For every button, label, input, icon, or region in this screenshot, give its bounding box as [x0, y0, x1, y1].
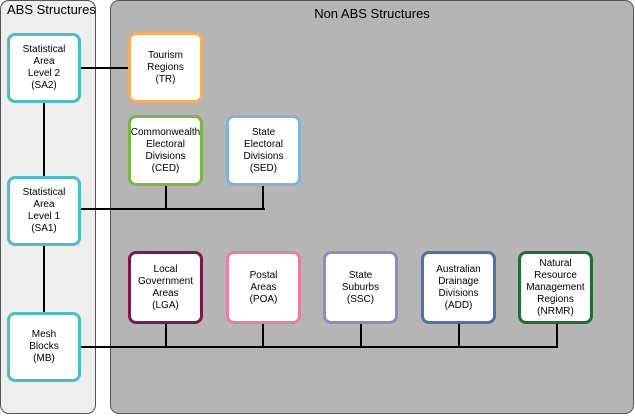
- node-nrmr-label: Natural Resource Management Regions (NRM…: [526, 257, 585, 317]
- connector-mb-bus: [80, 346, 558, 348]
- connector-sa1-mb: [43, 243, 45, 315]
- connector-ced-bus: [165, 184, 167, 209]
- node-lga: Local Government Areas (LGA): [128, 251, 203, 324]
- node-sed: State Electoral Divisions (SED): [226, 115, 301, 186]
- connector-lga-bus: [165, 322, 167, 347]
- node-mb-label: Mesh Blocks (MB): [29, 329, 59, 364]
- connector-nrmr-bus: [556, 322, 558, 347]
- node-sa1: Statistical Area Level 1 (SA1): [7, 176, 81, 246]
- node-tr-label: Tourism Regions (TR): [147, 49, 184, 85]
- connector-poa-bus: [262, 322, 264, 347]
- node-tr: Tourism Regions (TR): [128, 32, 203, 103]
- node-sa2-label: Statistical Area Level 2 (SA2): [22, 44, 66, 91]
- node-poa: Postal Areas (POA): [226, 251, 301, 324]
- abs-structures-title: ABS Structures: [7, 2, 96, 17]
- connector-sa2-tr: [80, 67, 130, 69]
- node-add-label: Australian Drainage Divisions (ADD): [436, 263, 481, 311]
- node-sa2: Statistical Area Level 2 (SA2): [7, 33, 81, 103]
- node-ced-label: Commonwealth Electoral Divisions (CED): [130, 126, 201, 174]
- node-nrmr: Natural Resource Management Regions (NRM…: [518, 251, 593, 324]
- node-ced: Commonwealth Electoral Divisions (CED): [128, 115, 203, 186]
- node-ssc-label: State Suburbs (SSC): [341, 269, 380, 305]
- connector-ssc-bus: [360, 322, 362, 347]
- node-add: Australian Drainage Divisions (ADD): [421, 251, 496, 324]
- node-lga-label: Local Government Areas (LGA): [137, 263, 194, 311]
- connector-add-bus: [458, 322, 460, 347]
- node-ssc: State Suburbs (SSC): [323, 251, 398, 324]
- connector-sa1-bus: [80, 208, 265, 210]
- non-abs-structures-title: Non ABS Structures: [314, 6, 430, 21]
- connector-sed-bus: [262, 184, 264, 209]
- node-sed-label: State Electoral Divisions (SED): [243, 126, 284, 174]
- node-sa1-label: Statistical Area Level 1 (SA1): [22, 187, 66, 234]
- connector-sa2-sa1: [43, 100, 45, 180]
- node-mb: Mesh Blocks (MB): [7, 312, 81, 382]
- node-poa-label: Postal Areas (POA): [249, 269, 278, 305]
